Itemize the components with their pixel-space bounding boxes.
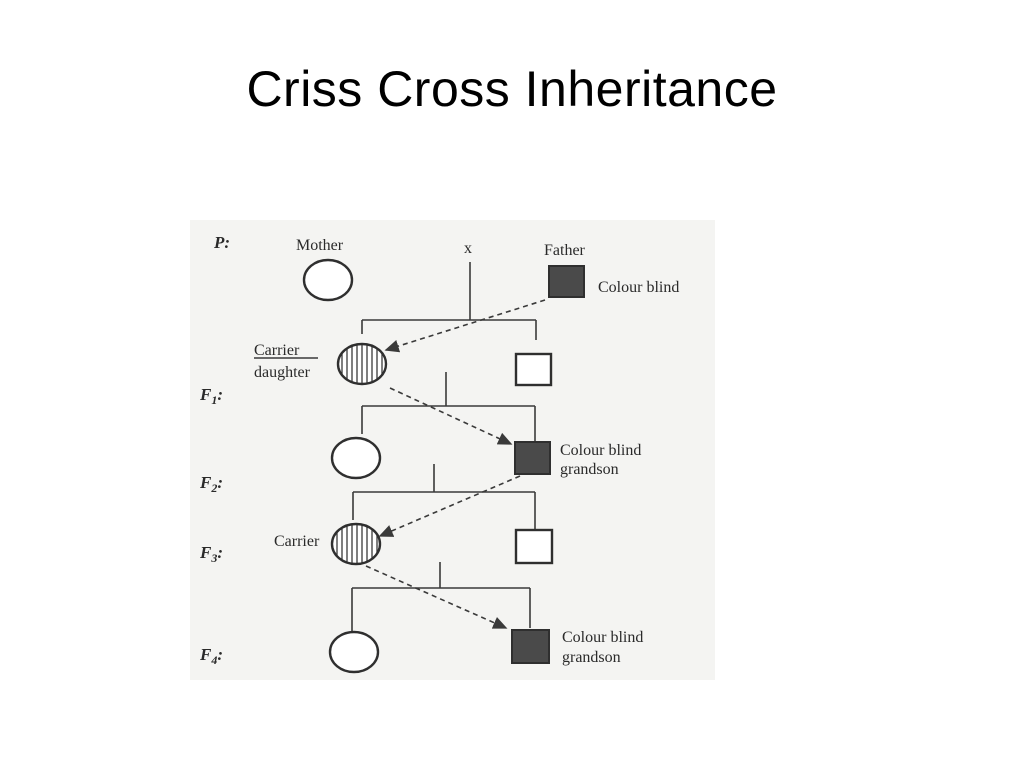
generation-label-p: P: xyxy=(213,233,230,252)
slide-title: Criss Cross Inheritance xyxy=(246,61,778,117)
daughter-label: daughter xyxy=(254,364,311,381)
carrier-daughter-symbol xyxy=(336,342,388,386)
generation-label-f4: F4: xyxy=(199,645,223,667)
f3-son-symbol xyxy=(514,528,554,565)
grandson-2-label-line2: grandson xyxy=(562,649,621,666)
f4-daughter-symbol xyxy=(328,630,380,674)
father-label: Father xyxy=(544,242,586,259)
carrier-f3-label: Carrier xyxy=(274,533,320,550)
grandson-2-label-line1: Colour blind xyxy=(562,629,643,646)
colour-blind-grandson-1-symbol xyxy=(514,441,551,475)
generation-label-f1: F1: xyxy=(199,385,223,407)
carrier-label: Carrier xyxy=(254,342,300,359)
inheritance-arrow-1 xyxy=(384,299,546,353)
f2-daughter-symbol xyxy=(330,436,382,480)
father-affected-symbol xyxy=(548,265,585,298)
grandson-1-label-line1: Colour blind xyxy=(560,442,641,459)
inheritance-arrow-3 xyxy=(378,475,521,537)
pedigree-figure: P: F1: F2: F3: F4: Mother x Father Colou… xyxy=(190,220,715,680)
inheritance-arrow-4 xyxy=(365,565,508,629)
colour-blind-grandson-2-symbol xyxy=(511,629,550,664)
pedigree-chart: P: F1: F2: F3: F4: Mother x Father Colou… xyxy=(199,233,679,674)
generation-label-f2: F2: xyxy=(199,473,223,495)
mother-symbol xyxy=(302,258,354,302)
inheritance-arrow-2 xyxy=(389,387,513,445)
generation-label-f3: F3: xyxy=(199,543,223,565)
cross-symbol: x xyxy=(464,240,472,257)
father-colour-blind-label: Colour blind xyxy=(598,279,679,296)
carrier-f3-symbol xyxy=(330,522,382,566)
grandson-1-label-line2: grandson xyxy=(560,461,619,478)
f1-son-symbol xyxy=(514,352,553,387)
mother-label: Mother xyxy=(296,237,344,254)
